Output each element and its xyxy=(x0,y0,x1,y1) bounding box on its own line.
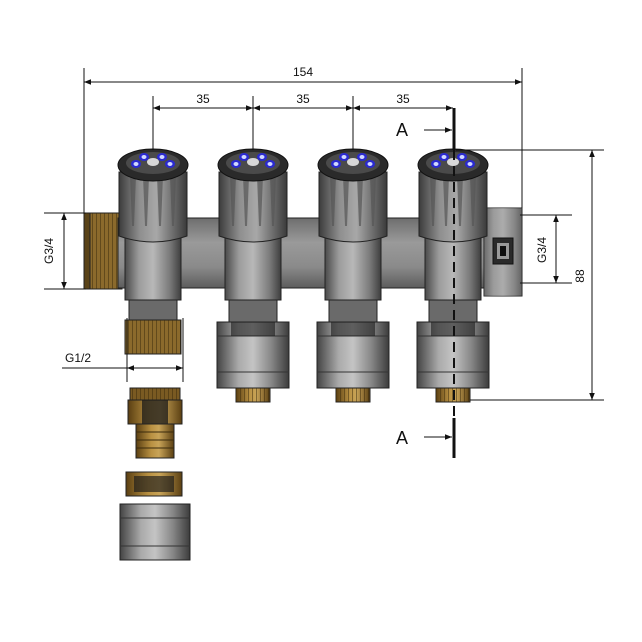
dim-inlet-thread: G3/4 xyxy=(42,238,56,264)
dim-spacing-3: 35 xyxy=(396,92,410,106)
branch-compression-nut-1 xyxy=(216,321,290,403)
dim-overall-width: 154 xyxy=(293,65,313,79)
branch-compression-nut-2 xyxy=(316,321,390,403)
dim-height: 88 xyxy=(573,269,587,283)
section-line-a: A A xyxy=(396,108,456,458)
valve-unit-2 xyxy=(216,148,290,403)
dim-spacing-1: 35 xyxy=(196,92,210,106)
valve-knob-4[interactable] xyxy=(417,148,489,243)
section-label-bottom: A xyxy=(396,428,408,448)
valve-unit-1 xyxy=(117,148,189,355)
dim-branch-thread: G1/2 xyxy=(65,351,91,365)
valve-knob-2[interactable] xyxy=(217,148,289,243)
valve-knob-3[interactable] xyxy=(317,148,389,243)
valve-knob-1[interactable] xyxy=(117,148,189,243)
branch-brass-thread xyxy=(124,319,182,355)
fitting-compression-nut xyxy=(119,503,191,561)
valve-unit-3 xyxy=(316,148,390,403)
exploded-fitting xyxy=(119,387,191,561)
section-label-top: A xyxy=(396,120,408,140)
fitting-barb xyxy=(135,423,175,459)
dim-spacing-2: 35 xyxy=(296,92,310,106)
dim-outlet-thread: G3/4 xyxy=(535,237,549,263)
dimension-lines: 154 35 35 35 G3/4 G3/4 88 G1/2 xyxy=(42,65,604,401)
